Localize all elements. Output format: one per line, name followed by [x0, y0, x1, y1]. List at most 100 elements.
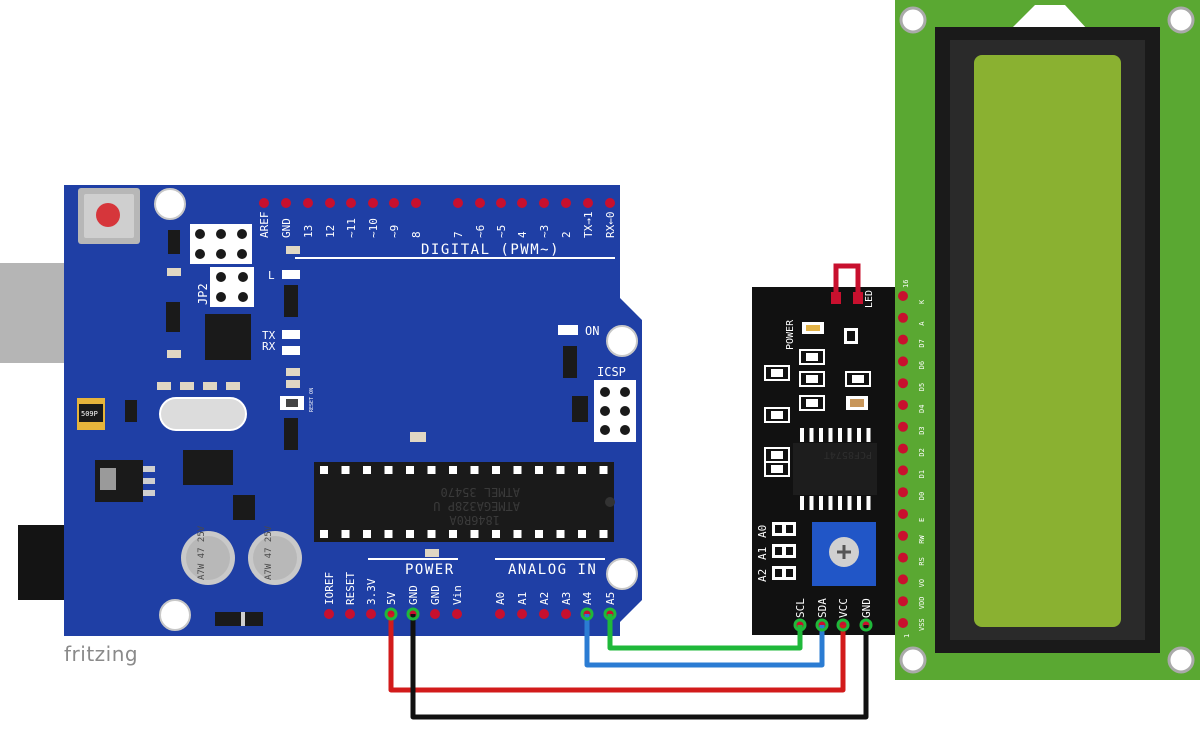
i2c-pin-label: VCC [837, 598, 850, 618]
wires [388, 614, 869, 720]
power-pin-label: GND [407, 585, 420, 605]
header-pin[interactable] [452, 609, 462, 619]
header-pin[interactable] [281, 198, 291, 208]
lcd-pin-label: D3 [918, 426, 926, 434]
mounting-hole [606, 558, 638, 590]
power-pin-label: Vin [451, 585, 464, 605]
digital-title: DIGITAL (PWM~) [421, 242, 560, 258]
header-pin[interactable] [346, 198, 356, 208]
contrast-potentiometer[interactable] [812, 522, 876, 586]
i2c-power-label: POWER [785, 319, 796, 350]
lcd-header-pin[interactable] [898, 465, 908, 476]
header-pin[interactable] [583, 198, 593, 208]
analog-pin-label: A1 [516, 592, 529, 605]
lcd-header-pin[interactable] [898, 618, 908, 628]
digital-pin-label: TX→1 [582, 212, 595, 239]
lcd-header-pin[interactable] [898, 400, 908, 410]
smd-components [125, 230, 577, 520]
address-jumper-label: A0 [756, 525, 769, 538]
digital-pin-label: ~9 [388, 225, 401, 238]
lcd-header-pin[interactable] [898, 421, 908, 432]
led-tx-label: TX [262, 329, 276, 342]
lcd-header-pin[interactable] [898, 291, 908, 301]
lcd-pin-label: D2 [918, 448, 926, 456]
svg-text:ATMEL 35470: ATMEL 35470 [441, 485, 520, 499]
lcd-pin-label: VDD [918, 597, 926, 610]
digital-pin-label: ~5 [495, 225, 508, 238]
digital-pin-label: 13 [302, 225, 315, 238]
icsp-label: ICSP [597, 365, 626, 379]
mounting-hole [606, 325, 638, 357]
lcd-header-pin[interactable] [898, 530, 908, 541]
lcd-pin-label: D7 [918, 339, 926, 347]
analog-title: ANALOG IN [508, 562, 597, 578]
header-pin[interactable] [475, 198, 485, 208]
wire-scl [607, 614, 803, 651]
header-pin[interactable] [324, 609, 334, 619]
lcd-pin-label: D0 [918, 492, 926, 500]
lcd-pin-label: A [918, 321, 926, 326]
i2c-pin-label: GND [860, 598, 873, 618]
digital-pin-label: 8 [410, 231, 423, 238]
wire-sda [584, 614, 825, 668]
lcd-header-pin[interactable] [898, 312, 908, 323]
header-pin[interactable] [561, 198, 571, 208]
header-pin[interactable] [368, 198, 378, 208]
header-pin[interactable] [389, 198, 399, 208]
digital-pin-label: AREF [258, 212, 271, 239]
backlight-jumper[interactable] [833, 263, 861, 302]
wire-5v [388, 614, 846, 693]
header-pin[interactable] [325, 198, 335, 208]
digital-pin-label: 12 [324, 225, 337, 238]
header-pin[interactable] [517, 198, 527, 208]
digital-pin-label: 4 [516, 231, 529, 238]
lcd-header-pin[interactable] [898, 443, 908, 454]
lcd-header-pin[interactable] [898, 378, 908, 389]
header-pin[interactable] [259, 198, 269, 208]
digital-pin-label: 7 [452, 231, 465, 238]
lcd-header-pin[interactable] [898, 552, 908, 563]
lcd-pin-label: VSS [918, 618, 926, 631]
capacitor-label: 509P [81, 410, 98, 418]
header-pin[interactable] [605, 198, 615, 208]
lcd-pin-label: VO [918, 579, 926, 587]
crystal-oscillator [159, 397, 247, 431]
electrolytic-capacitor: A7W 47 25V [248, 525, 302, 585]
led-rx-label: RX [262, 340, 276, 353]
header-pin[interactable] [366, 609, 376, 619]
header-pin[interactable] [495, 609, 505, 619]
digital-pin-label: ~3 [538, 225, 551, 238]
lcd-header-pin[interactable] [898, 487, 908, 498]
svg-text:ATMEGA328P U: ATMEGA328P U [433, 499, 520, 513]
mounting-hole [154, 188, 186, 220]
header-pin[interactable] [411, 198, 421, 208]
address-jumper-label: A1 [756, 547, 769, 560]
lcd-pin-label: D5 [918, 383, 926, 391]
power-pin-label: RESET [344, 572, 357, 605]
led-l-label: L [268, 269, 275, 282]
header-pin[interactable] [539, 609, 549, 619]
header-pin[interactable] [303, 198, 313, 208]
lcd-header-pin[interactable] [898, 509, 908, 519]
header-pin[interactable] [517, 609, 527, 619]
svg-text:A7W 47 25V: A7W 47 25V [264, 525, 274, 580]
lcd-header-pin[interactable] [898, 596, 908, 607]
jp2-header [210, 267, 254, 307]
header-pin[interactable] [539, 198, 549, 208]
header-pin[interactable] [453, 198, 463, 208]
lcd-header-pin[interactable] [898, 334, 908, 345]
lcd-header-pin[interactable] [898, 574, 908, 585]
header-pin[interactable] [430, 609, 440, 619]
lcd-header-pin[interactable] [898, 356, 908, 367]
diode [215, 612, 263, 626]
header-pin[interactable] [345, 609, 355, 619]
header-pin[interactable] [561, 609, 571, 619]
i2c-pin-label: SDA [816, 598, 829, 618]
digital-pin-label: 2 [560, 231, 573, 238]
lcd-pin-last: 16 [902, 280, 910, 288]
lcd-pin-label: D6 [918, 361, 926, 369]
wire-gnd [410, 614, 869, 720]
header-pin[interactable] [496, 198, 506, 208]
